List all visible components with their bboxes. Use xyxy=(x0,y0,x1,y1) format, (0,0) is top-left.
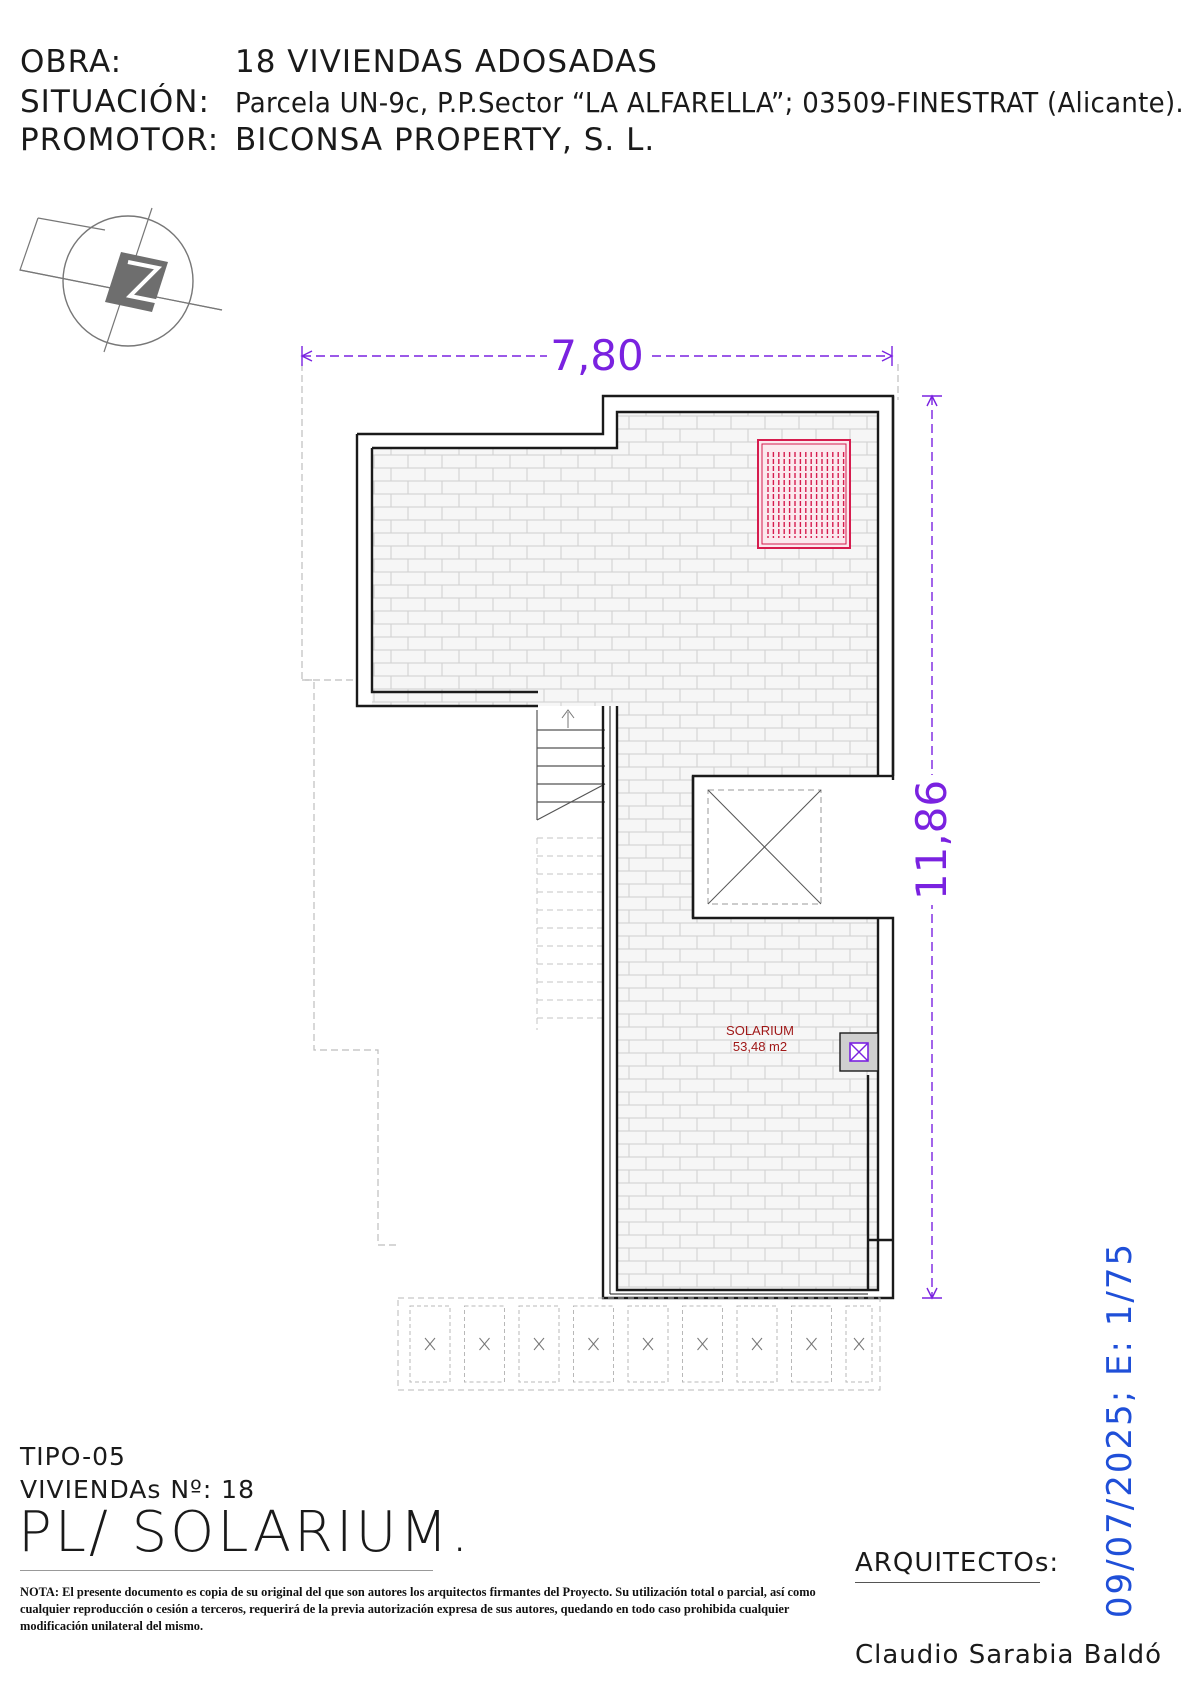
lower-floor-outline xyxy=(301,364,899,1246)
obra-value: 18 VIVIENDAS ADOSADAS xyxy=(235,44,658,80)
sheet-title: PL/ SOLARIUM. xyxy=(18,1500,472,1565)
header-obra-row: OBRA: 18 VIVIENDAS ADOSADAS xyxy=(20,45,658,79)
title-divider xyxy=(20,1570,433,1571)
viviendas-label: VIVIENDAs Nº: 18 xyxy=(20,1475,255,1504)
stair-arrow-icon xyxy=(561,709,575,728)
walls xyxy=(355,394,895,1300)
stair xyxy=(536,710,606,821)
header-situacion-row: SITUACIÓN: Parcela UN-9c, P.P.Sector “LA … xyxy=(20,85,1190,120)
arquitecto-name: Claudio Sarabia Baldó xyxy=(855,1640,1163,1670)
room-name-label: SOLARIUM xyxy=(726,1023,794,1038)
legal-note: NOTA: El presente documento es copia de … xyxy=(20,1585,816,1633)
header-promotor-row: PROMOTOR: BICONSA PROPERTY, S. L. xyxy=(20,123,655,157)
situacion-label: SITUACIÓN: xyxy=(20,84,210,120)
solar-collector-icon xyxy=(757,439,851,549)
promotor-label: PROMOTOR: xyxy=(20,122,220,158)
width-dimension-label: 7,80 xyxy=(550,331,644,380)
date-scale-stamp: 09/07/2025; E: 1/75 xyxy=(1100,1241,1140,1619)
obra-label: OBRA: xyxy=(20,44,123,80)
dim-height-bg xyxy=(908,775,956,905)
dim-width-bg xyxy=(547,332,647,376)
room-area-label: 53,48 m2 xyxy=(733,1039,787,1054)
north-arrow-icon xyxy=(19,207,223,353)
skylight-void xyxy=(707,789,822,905)
solarium-floor xyxy=(372,412,878,1290)
vent-chimney-icon xyxy=(839,1032,879,1072)
tipo-label: TIPO-05 xyxy=(20,1442,126,1471)
stair-lower-dashed xyxy=(536,837,605,1030)
promotor-value: BICONSA PROPERTY, S. L. xyxy=(235,122,656,158)
height-dimension-label: 11,86 xyxy=(907,780,956,900)
arquitectos-label: ARQUITECTOs: xyxy=(855,1548,1060,1578)
situacion-value: Parcela UN-9c, P.P.Sector “LA ALFARELLA”… xyxy=(235,86,1184,119)
pergola-lower xyxy=(397,1297,881,1391)
arquitectos-divider xyxy=(855,1582,1040,1583)
